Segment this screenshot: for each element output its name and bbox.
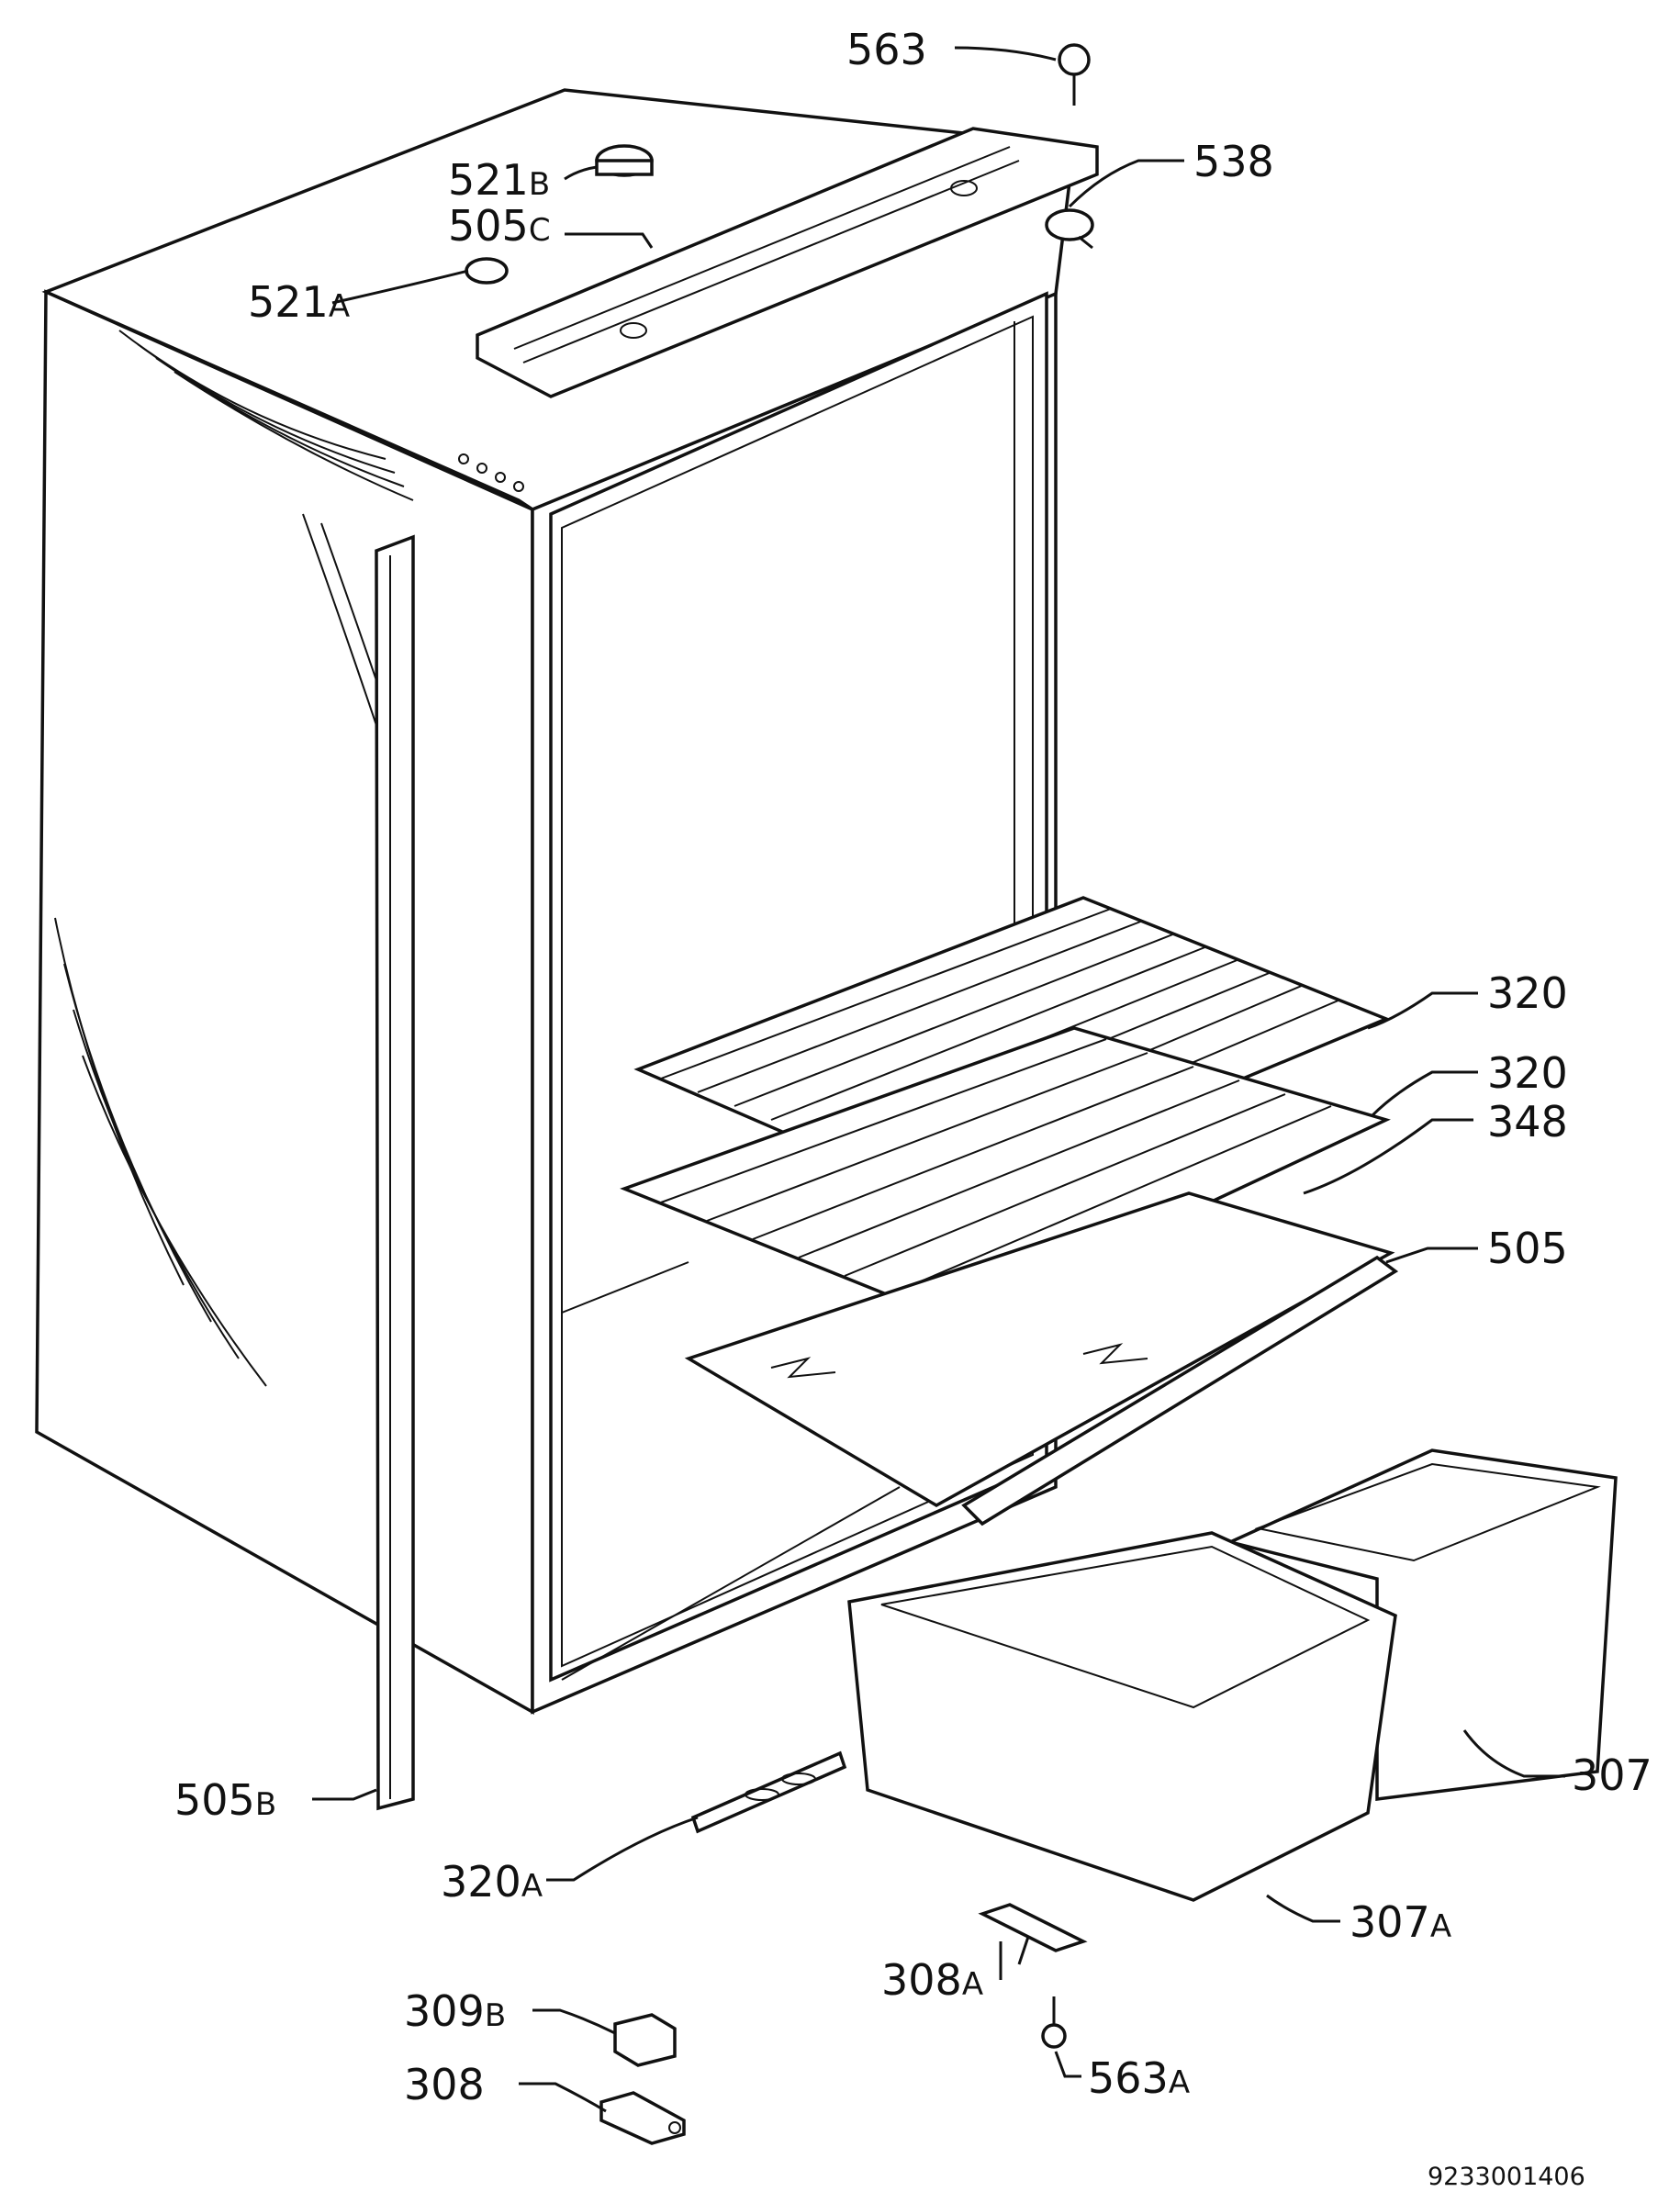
cap-521a — [465, 257, 509, 285]
bracket-308 — [599, 2091, 686, 2145]
callout-308: 308 — [404, 2060, 485, 2109]
callout-521a: 521A — [248, 277, 350, 327]
callout-521b: 521B — [448, 155, 550, 205]
callout-labels: 563 538 521B 505C 521A 320 320 348 505 3… — [174, 25, 1652, 2109]
crisper-drawer-307a — [847, 1531, 1397, 1902]
callout-348: 348 — [1487, 1097, 1568, 1146]
callout-320a: 320A — [441, 1857, 543, 1907]
crisper-drawer-307 — [1225, 1448, 1618, 1801]
hinge-plate-505c — [476, 127, 1099, 398]
callout-307a: 307A — [1350, 1897, 1451, 1947]
callout-538: 538 — [1193, 137, 1274, 186]
callout-505b: 505B — [174, 1775, 276, 1825]
glass-shelf-348 — [684, 1191, 1395, 1508]
wire-shelf-lower — [620, 1026, 1391, 1324]
bracket-308a — [978, 1903, 1088, 1965]
shelf-strip-505 — [961, 1255, 1399, 1526]
callout-308a: 308A — [881, 1955, 983, 2005]
screw-563 — [1058, 43, 1091, 106]
callout-505: 505 — [1487, 1224, 1568, 1273]
drawer-rail-320a — [690, 1750, 847, 1834]
screw-563a — [1041, 1996, 1067, 2049]
cap-309b — [613, 2013, 677, 2067]
door-seal-strip-505b — [375, 534, 415, 1811]
callout-309b: 309B — [404, 1986, 506, 2036]
callout-307: 307 — [1572, 1750, 1652, 1800]
callout-320-lower: 320 — [1487, 1048, 1568, 1098]
bracket-538 — [1045, 208, 1094, 250]
callout-320-upper: 320 — [1487, 968, 1568, 1018]
cap-521b — [595, 144, 654, 177]
callout-563a: 563A — [1088, 2053, 1190, 2103]
leader-lines — [312, 46, 1565, 2113]
drawing-code: 9233001406 — [1428, 2163, 1585, 2191]
callout-563: 563 — [846, 25, 927, 74]
callout-505c: 505C — [448, 201, 551, 251]
